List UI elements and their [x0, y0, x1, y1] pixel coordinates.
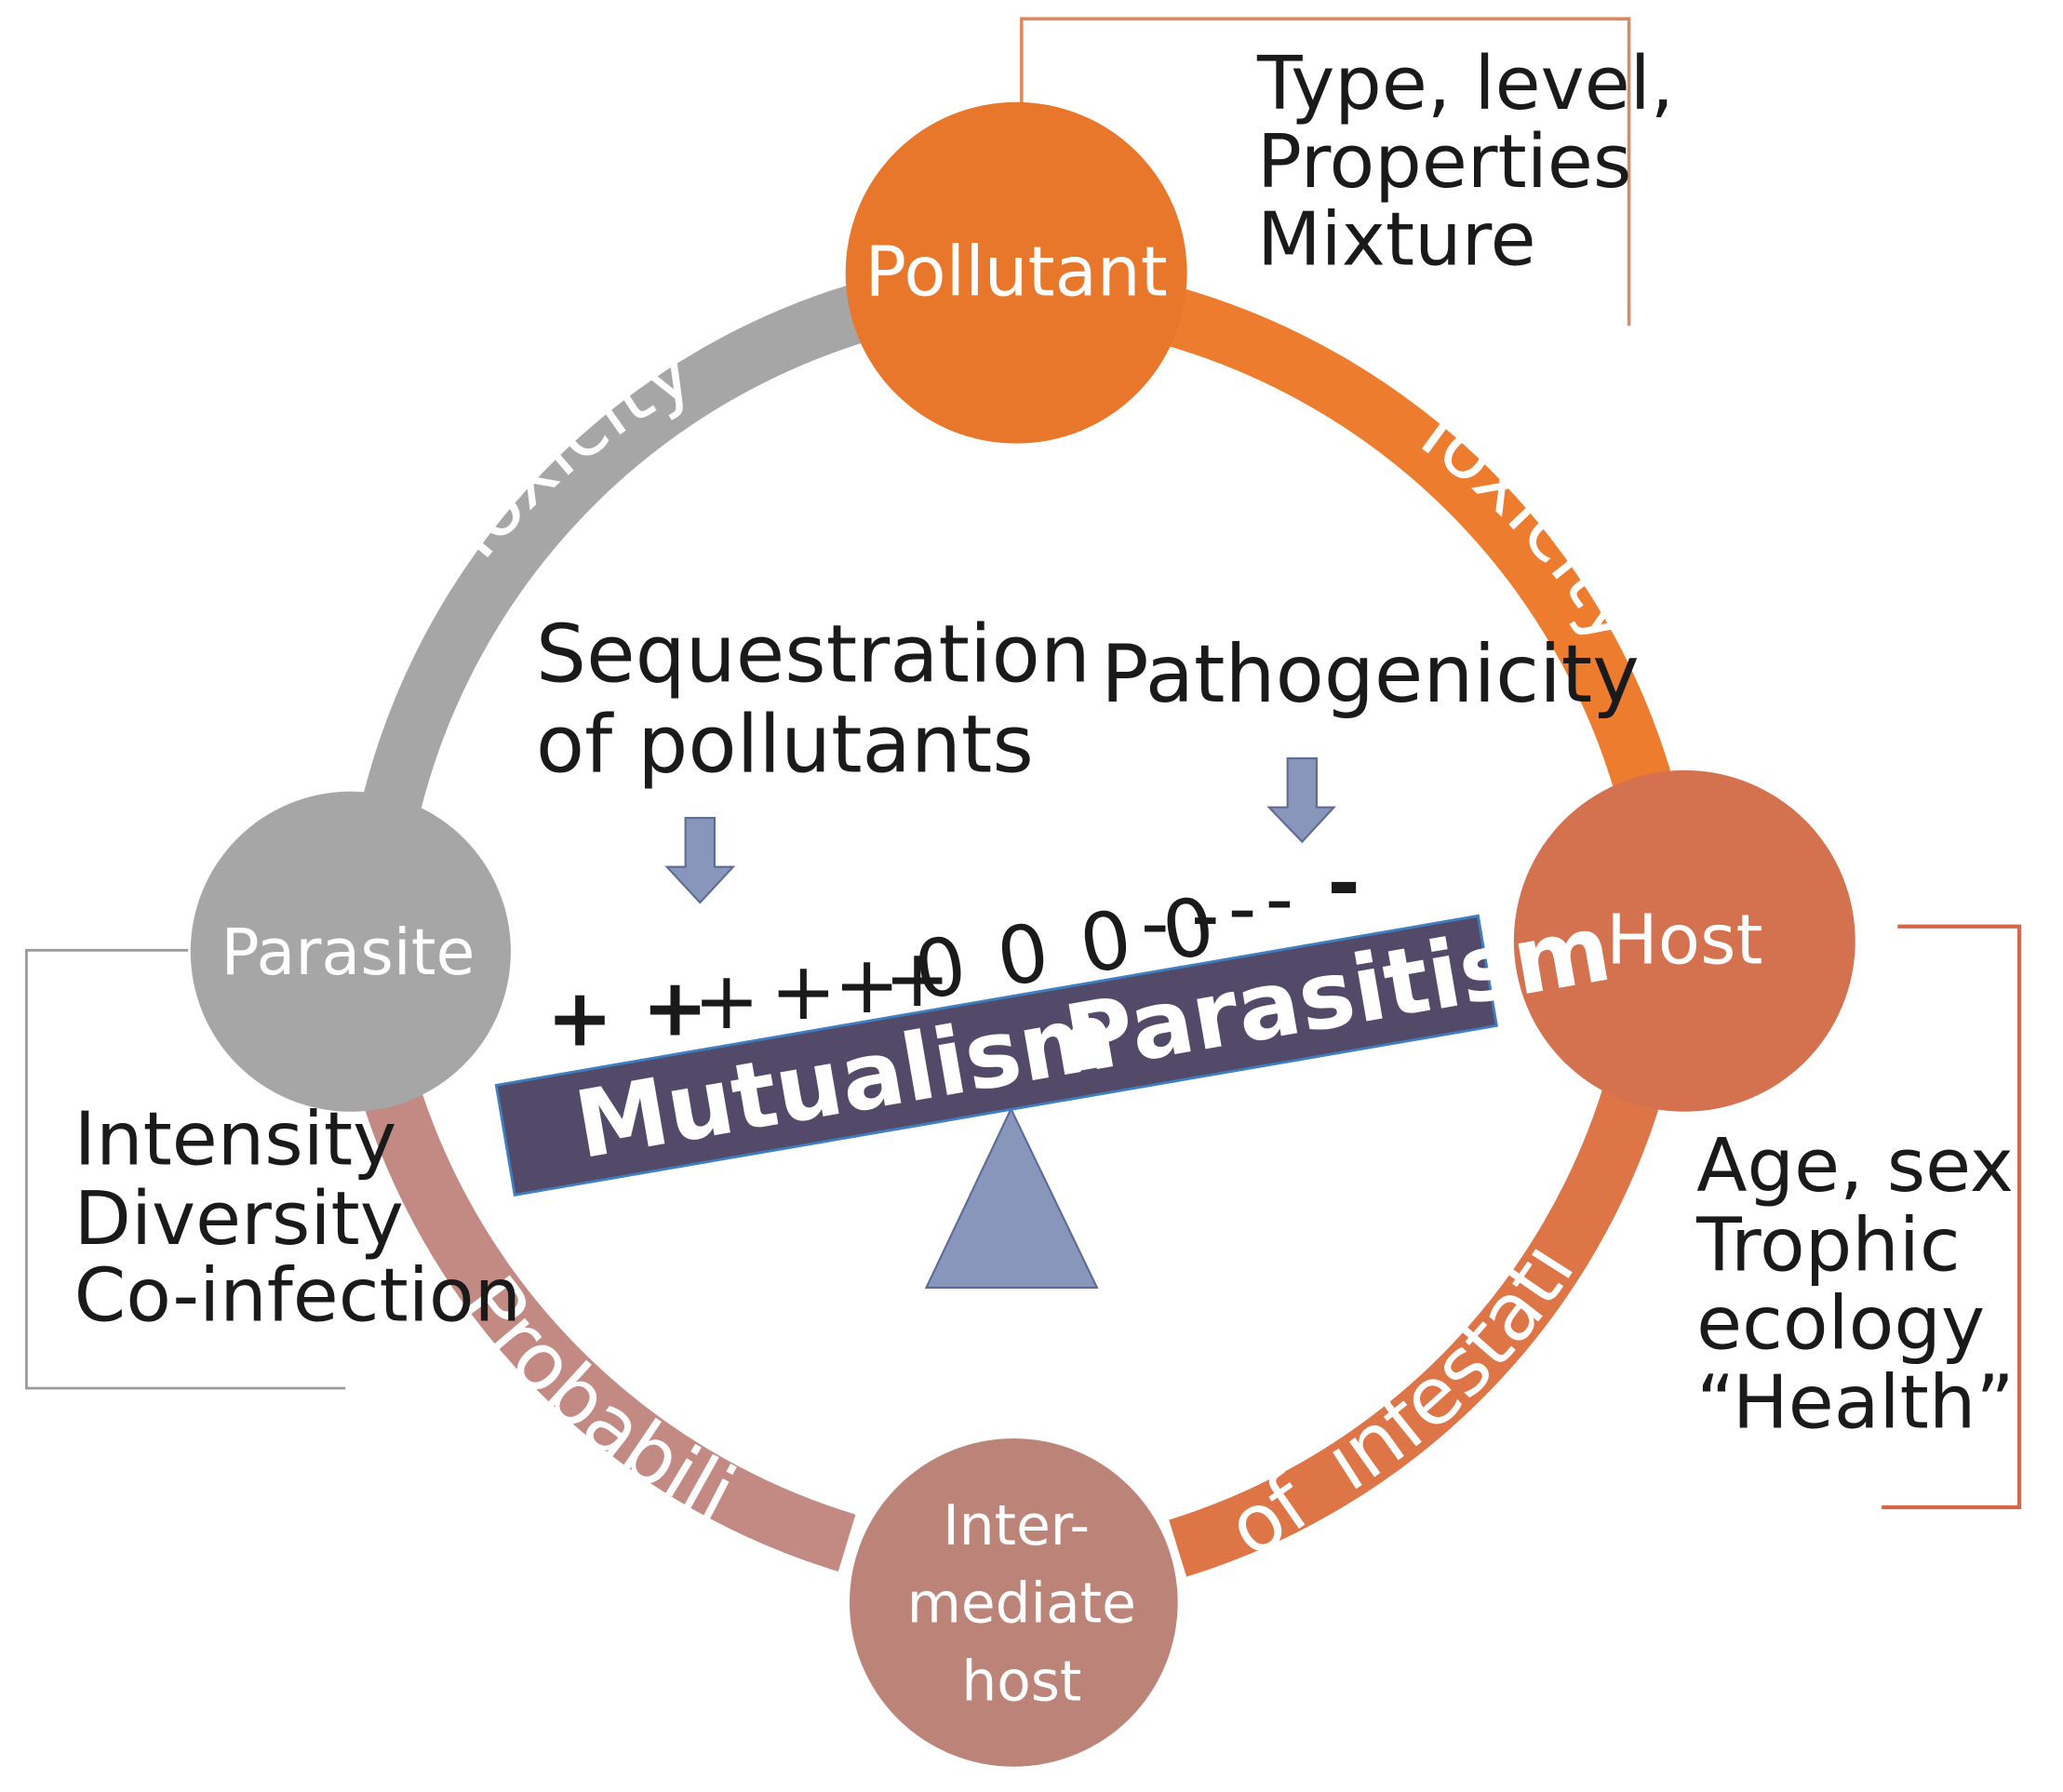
pollutant-note-2: Properties: [1257, 118, 1631, 205]
dash-mark-1: -: [1141, 877, 1170, 970]
sequestration-line2: of pollutants: [536, 699, 1034, 791]
dash-mark-3: -: [1228, 863, 1257, 956]
fulcrum-triangle: [924, 1106, 1099, 1289]
parasite-note-2: Diversity: [74, 1175, 404, 1262]
toxicity-right-label: Toxicity: [1393, 378, 1667, 661]
pollutant-label: Pollutant: [864, 232, 1167, 312]
host-note-2: Trophic: [1695, 1201, 1961, 1288]
pollutant-note-1: Type, level,: [1256, 40, 1674, 127]
pollutant-note-3: Mixture: [1257, 196, 1536, 283]
host-bracket: [1882, 924, 2022, 1510]
pollutant-bracket: [1020, 17, 1631, 327]
pathogenicity-label: Pathogenicity: [1101, 629, 1640, 721]
host-label: Host: [1606, 901, 1762, 981]
arc-parasite-pollutant: [358, 278, 887, 827]
host-note-3: ecology: [1696, 1279, 1985, 1366]
parasite-bracket: [25, 948, 346, 1390]
dash-mark-2: -: [1191, 870, 1220, 962]
pollutant-node: Pollutant: [845, 101, 1187, 444]
host-note-1: Age, sex: [1696, 1122, 2014, 1209]
arc-pollutant-host: [1169, 288, 1675, 803]
intermediate-host-label-line2: mediate: [907, 1572, 1136, 1637]
arc-intermediate-parasite: [355, 1061, 856, 1572]
balance-beam: [494, 914, 1498, 1197]
sequestration-down-arrow: [664, 817, 736, 904]
plus-mark-1: +: [546, 973, 612, 1065]
dash-mark-5: -: [1327, 838, 1360, 930]
intermediate-host-label-line3: host: [961, 1651, 1081, 1715]
intermediate-host-node: Inter- mediate host: [849, 1438, 1178, 1767]
toxicity-left-label: Toxicity: [418, 323, 708, 586]
dash-mark-4: -: [1265, 854, 1293, 946]
host-note-4: “Health”: [1696, 1359, 2015, 1446]
sequestration-line1: Sequestration: [536, 609, 1091, 702]
parasite-note-3: Co-infection: [74, 1251, 521, 1338]
parasite-node: Parasite: [190, 791, 511, 1112]
plus-mark-3: +: [693, 956, 759, 1048]
plus-mark-6: +: [884, 933, 950, 1025]
parasite-note-1: Intensity: [74, 1096, 397, 1183]
parasite-label: Parasite: [221, 916, 475, 990]
plus-mark-2: +: [642, 962, 708, 1054]
plus-mark-5: +: [834, 940, 900, 1032]
plus-mark-4: +: [770, 946, 837, 1038]
arc-host-intermediate: [1169, 1074, 1665, 1577]
host-node: Host: [1513, 769, 1855, 1112]
intermediate-host-label-line1: Inter-: [943, 1494, 1090, 1558]
pathogenicity-down-arrow: [1266, 757, 1336, 844]
